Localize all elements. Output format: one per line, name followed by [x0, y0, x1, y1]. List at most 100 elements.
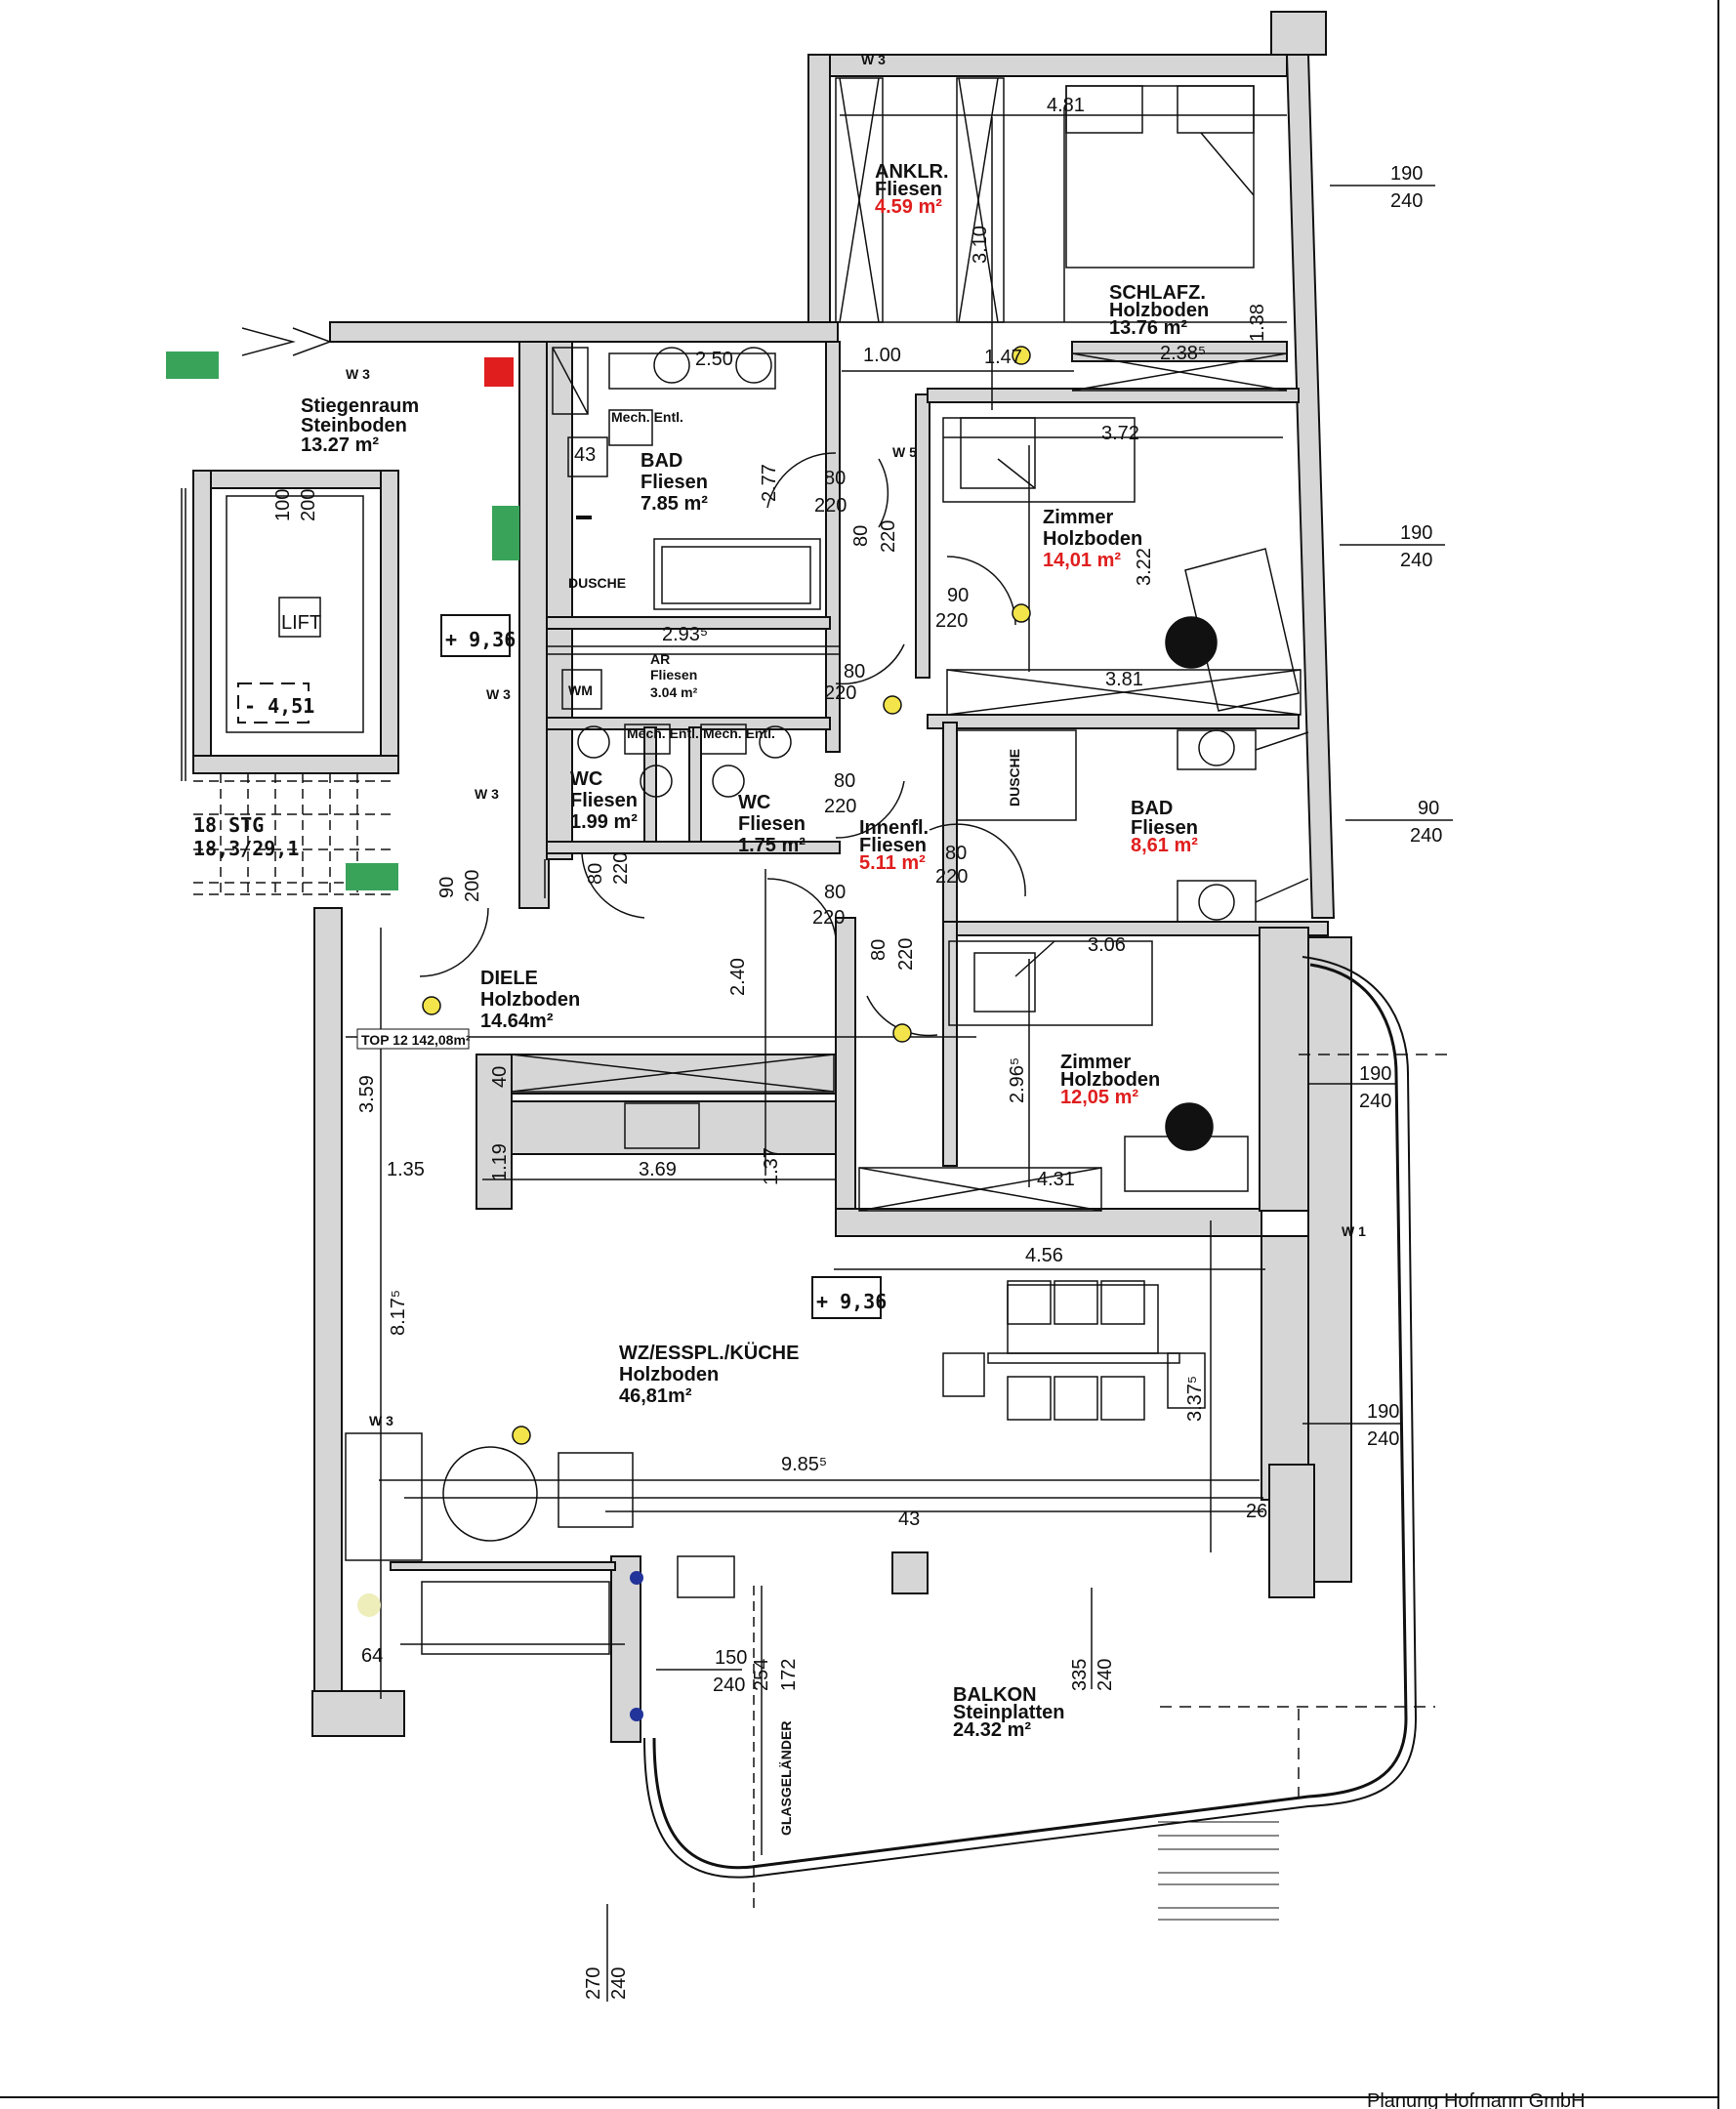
- lamp-icon: [357, 1593, 381, 1617]
- room-wz: WZ/ESSPL./KÜCHE Holzboden 46,81m²: [619, 1342, 799, 1407]
- ventilation-label: Mech. Entl.: [627, 725, 699, 741]
- svg-text:3.72: 3.72: [1101, 423, 1139, 444]
- svg-text:240: 240: [1095, 1659, 1116, 1691]
- svg-text:3.59: 3.59: [356, 1075, 378, 1113]
- svg-text:1.99 m²: 1.99 m²: [570, 811, 638, 833]
- svg-text:2.50: 2.50: [695, 349, 733, 370]
- svg-text:3.04 m²: 3.04 m²: [650, 684, 698, 700]
- outlet-icon: [630, 1708, 643, 1721]
- glass-railing-label: GLASGELÄNDER: [778, 1721, 794, 1836]
- top-label: TOP 12 142,08m²: [361, 1032, 471, 1048]
- washer-label: WM: [568, 682, 593, 698]
- svg-text:2.96⁵: 2.96⁵: [1007, 1057, 1028, 1103]
- footer-text: Planung Hofmann GmbH: [1367, 2090, 1585, 2109]
- doors: [241, 327, 1026, 1037]
- svg-text:BAD: BAD: [641, 450, 682, 472]
- svg-text:4.59 m²: 4.59 m²: [875, 196, 942, 218]
- svg-text:WZ/ESSPL./KÜCHE: WZ/ESSPL./KÜCHE: [619, 1342, 799, 1364]
- room-diele: DIELE Holzboden 14.64m²: [480, 968, 580, 1032]
- svg-text:12,05 m²: 12,05 m²: [1060, 1087, 1138, 1108]
- room-balkon: BALKON Steinplatten 24.32 m²: [953, 1684, 1064, 1741]
- svg-text:240: 240: [1390, 190, 1423, 212]
- fire-extinguisher-icon: [484, 357, 514, 387]
- svg-text:3.10: 3.10: [970, 226, 991, 264]
- svg-text:90: 90: [436, 877, 458, 898]
- svg-text:190: 190: [1359, 1063, 1391, 1085]
- window-tag: W 3: [369, 1413, 393, 1428]
- svg-text:1.75 m²: 1.75 m²: [738, 835, 806, 856]
- svg-text:2.40: 2.40: [727, 958, 749, 996]
- svg-text:190: 190: [1367, 1401, 1399, 1423]
- svg-text:80: 80: [868, 939, 889, 961]
- svg-text:Fliesen: Fliesen: [650, 667, 697, 682]
- svg-text:80: 80: [824, 468, 846, 489]
- svg-text:8,61 m²: 8,61 m²: [1131, 835, 1198, 856]
- svg-text:220: 220: [610, 852, 632, 885]
- svg-text:80: 80: [824, 882, 846, 903]
- svg-text:3.37⁵: 3.37⁵: [1184, 1376, 1206, 1422]
- svg-text:3.06: 3.06: [1088, 934, 1126, 956]
- svg-text:26: 26: [1246, 1501, 1267, 1522]
- room-zimmer2: Zimmer Holzboden 12,05 m²: [1060, 1052, 1160, 1108]
- exit-sign-icon: [166, 352, 519, 890]
- svg-text:4.81: 4.81: [1047, 95, 1085, 116]
- room-innenfl: Innenfl. Fliesen 5.11 m²: [859, 817, 929, 874]
- room-wc1: WC Fliesen 1.99 m²: [570, 768, 638, 833]
- ventilation-label: Mech. Entl.: [703, 725, 775, 741]
- room-wc2: WC Fliesen 1.75 m²: [738, 792, 806, 856]
- svg-text:Innenfl.: Innenfl.: [859, 817, 929, 839]
- svg-text:240: 240: [713, 1675, 745, 1696]
- svg-text:200: 200: [462, 870, 483, 902]
- svg-text:AR: AR: [650, 651, 670, 667]
- svg-text:13.76 m²: 13.76 m²: [1109, 317, 1187, 339]
- svg-text:100: 100: [272, 489, 294, 521]
- svg-text:80: 80: [945, 843, 967, 864]
- walls: [192, 11, 1352, 1743]
- svg-text:WC: WC: [738, 792, 770, 813]
- svg-text:Zimmer: Zimmer: [1043, 507, 1113, 528]
- svg-text:220: 220: [824, 682, 856, 704]
- room-stiegenraum: Stiegenraum Steinboden 13.27 m²: [301, 395, 419, 456]
- svg-text:1.35: 1.35: [387, 1159, 425, 1180]
- lift-label: LIFT: [281, 612, 321, 634]
- svg-text:4.31: 4.31: [1037, 1169, 1075, 1190]
- window-tag: W 5: [892, 444, 917, 460]
- svg-text:220: 220: [935, 866, 968, 888]
- svg-text:Holzboden: Holzboden: [1060, 1069, 1160, 1091]
- svg-text:46,81m²: 46,81m²: [619, 1385, 692, 1407]
- window-tag: W 3: [346, 366, 370, 382]
- svg-text:1.19: 1.19: [489, 1143, 511, 1181]
- svg-text:DIELE: DIELE: [480, 968, 538, 989]
- svg-text:BALKON: BALKON: [953, 1684, 1037, 1706]
- stair-ratio: 18,3/29,1: [193, 837, 299, 860]
- svg-text:WC: WC: [570, 768, 602, 790]
- svg-text:240: 240: [1400, 550, 1432, 571]
- svg-text:9.85⁵: 9.85⁵: [781, 1454, 827, 1475]
- svg-text:Fliesen: Fliesen: [875, 179, 942, 200]
- svg-text:240: 240: [1410, 825, 1442, 847]
- svg-text:40: 40: [489, 1066, 511, 1088]
- svg-text:1.00: 1.00: [863, 345, 901, 366]
- svg-text:220: 220: [814, 495, 847, 517]
- svg-text:1.37: 1.37: [761, 1147, 782, 1185]
- svg-text:Holzboden: Holzboden: [1109, 300, 1209, 321]
- svg-text:4.56: 4.56: [1025, 1245, 1063, 1266]
- svg-text:2.38⁵: 2.38⁵: [1160, 343, 1206, 364]
- svg-text:3.69: 3.69: [639, 1159, 677, 1180]
- svg-text:335: 335: [1069, 1659, 1091, 1691]
- svg-text:80: 80: [834, 770, 855, 792]
- level-marker: + 9,36: [816, 1290, 887, 1313]
- room-bad2: BAD Fliesen 8,61 m²: [1131, 798, 1198, 856]
- svg-text:80: 80: [850, 525, 872, 547]
- svg-text:270: 270: [583, 1967, 604, 2000]
- svg-text:220: 220: [812, 907, 845, 929]
- svg-text:2.77: 2.77: [759, 464, 780, 502]
- svg-text:190: 190: [1390, 163, 1423, 185]
- svg-text:1.47: 1.47: [984, 347, 1022, 368]
- window-tag: W 1: [1342, 1223, 1366, 1239]
- svg-text:Fliesen: Fliesen: [1131, 817, 1198, 839]
- svg-text:240: 240: [608, 1967, 630, 2000]
- svg-text:7.85 m²: 7.85 m²: [641, 493, 708, 515]
- svg-text:ANKLR.: ANKLR.: [875, 161, 949, 183]
